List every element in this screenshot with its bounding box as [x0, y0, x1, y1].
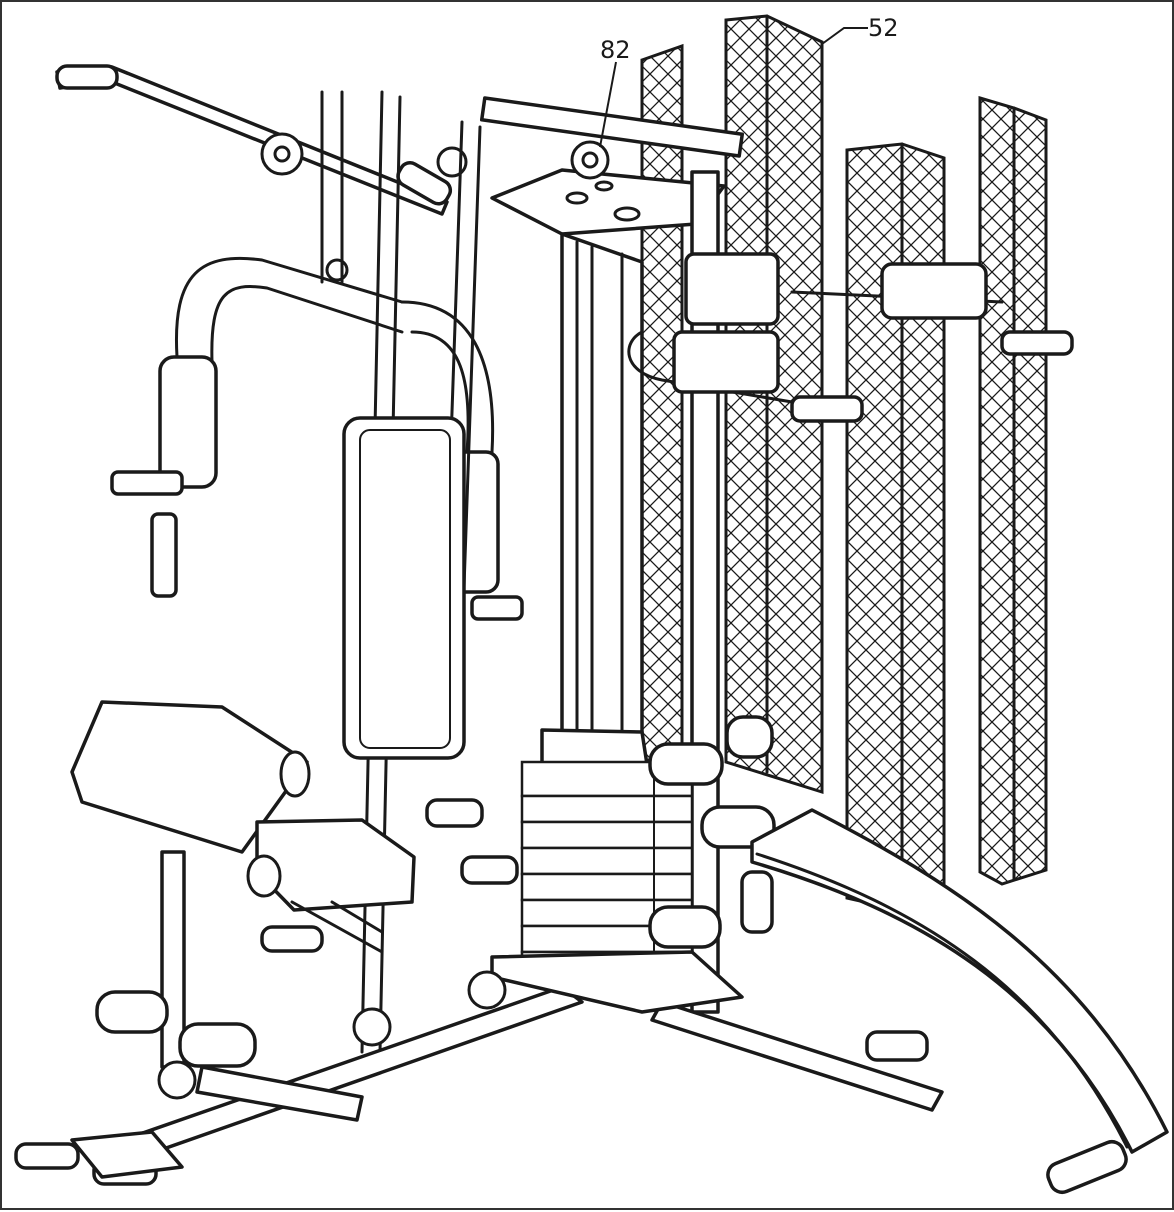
- lat-bar: [55, 65, 449, 216]
- callout-52: 52: [868, 14, 899, 42]
- decline-bench: [750, 808, 1169, 1195]
- dip-handle-center: [790, 395, 864, 423]
- dip-handle-right: [1000, 330, 1074, 356]
- callout-leaders: [599, 27, 868, 148]
- mesh-panel-middle: [845, 142, 946, 922]
- tower-top-plate: [490, 168, 726, 236]
- roller-lower-right: [178, 1022, 257, 1068]
- roller-front-left: [14, 1142, 80, 1170]
- press-grip-left: [158, 355, 218, 489]
- leg-rollers: [14, 715, 929, 1186]
- tower-column: [560, 232, 644, 764]
- pulley-upright-base: [352, 1007, 392, 1047]
- roller-lower-left: [95, 990, 169, 1034]
- bench-board: [750, 808, 1169, 1154]
- backrest-pad: [342, 416, 466, 760]
- pulley-left-base: [157, 1060, 197, 1100]
- backrest: [342, 416, 466, 760]
- front-foot-plate: [70, 1130, 184, 1179]
- mesh-guard-panels: [640, 14, 1048, 922]
- mesh-panel-back: [640, 43, 684, 764]
- base-rail-right: [650, 1000, 944, 1112]
- base-frame: [70, 950, 944, 1179]
- top-crossbar: [479, 96, 745, 158]
- preacher-pad: [70, 700, 309, 854]
- dip-pad-left: [684, 252, 780, 326]
- dip-pad-right: [880, 262, 988, 320]
- seat-assembly: [70, 700, 416, 1069]
- base-rail-left: [195, 1065, 364, 1122]
- pulley-base: [467, 970, 507, 1010]
- dip-station: [627, 252, 1074, 423]
- leader-82: [599, 61, 617, 148]
- leader-52: [821, 27, 868, 45]
- callout-82: 82: [600, 36, 631, 64]
- dip-pad-center: [672, 330, 780, 394]
- bench-foot-roller: [1046, 1139, 1128, 1195]
- seat-pad: [255, 818, 416, 912]
